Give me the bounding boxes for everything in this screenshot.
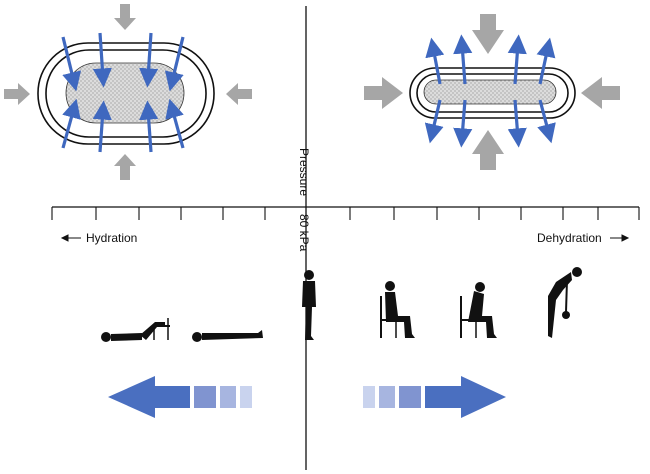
pressure-value-label: 80 kPa	[297, 214, 311, 252]
dehydrated-disc-icon	[364, 14, 620, 170]
sitting-forward-icon	[460, 282, 497, 338]
dehydration-big-arrow	[363, 376, 506, 418]
hydration-label: Hydration	[86, 231, 138, 245]
lying-legs-raised-icon	[101, 318, 170, 342]
outflow-arrows	[424, 34, 556, 148]
hydration-big-arrow	[108, 376, 252, 418]
small-direction-arrows	[60, 234, 630, 242]
pressure-axis-label: Pressure	[297, 148, 311, 197]
posture-figures	[101, 267, 582, 342]
axis-ticks	[51, 207, 640, 220]
standing-icon	[302, 270, 316, 340]
axes	[51, 6, 640, 470]
hydrated-disc-icon	[4, 4, 252, 180]
dehydration-label: Dehydration	[537, 231, 602, 245]
load-arrows-heavy	[364, 14, 620, 170]
inflow-arrows	[61, 32, 185, 153]
sitting-upright-icon	[380, 281, 415, 338]
lying-supine-icon	[192, 330, 263, 342]
bending-lifting-icon	[548, 267, 582, 338]
load-arrows	[4, 4, 252, 180]
